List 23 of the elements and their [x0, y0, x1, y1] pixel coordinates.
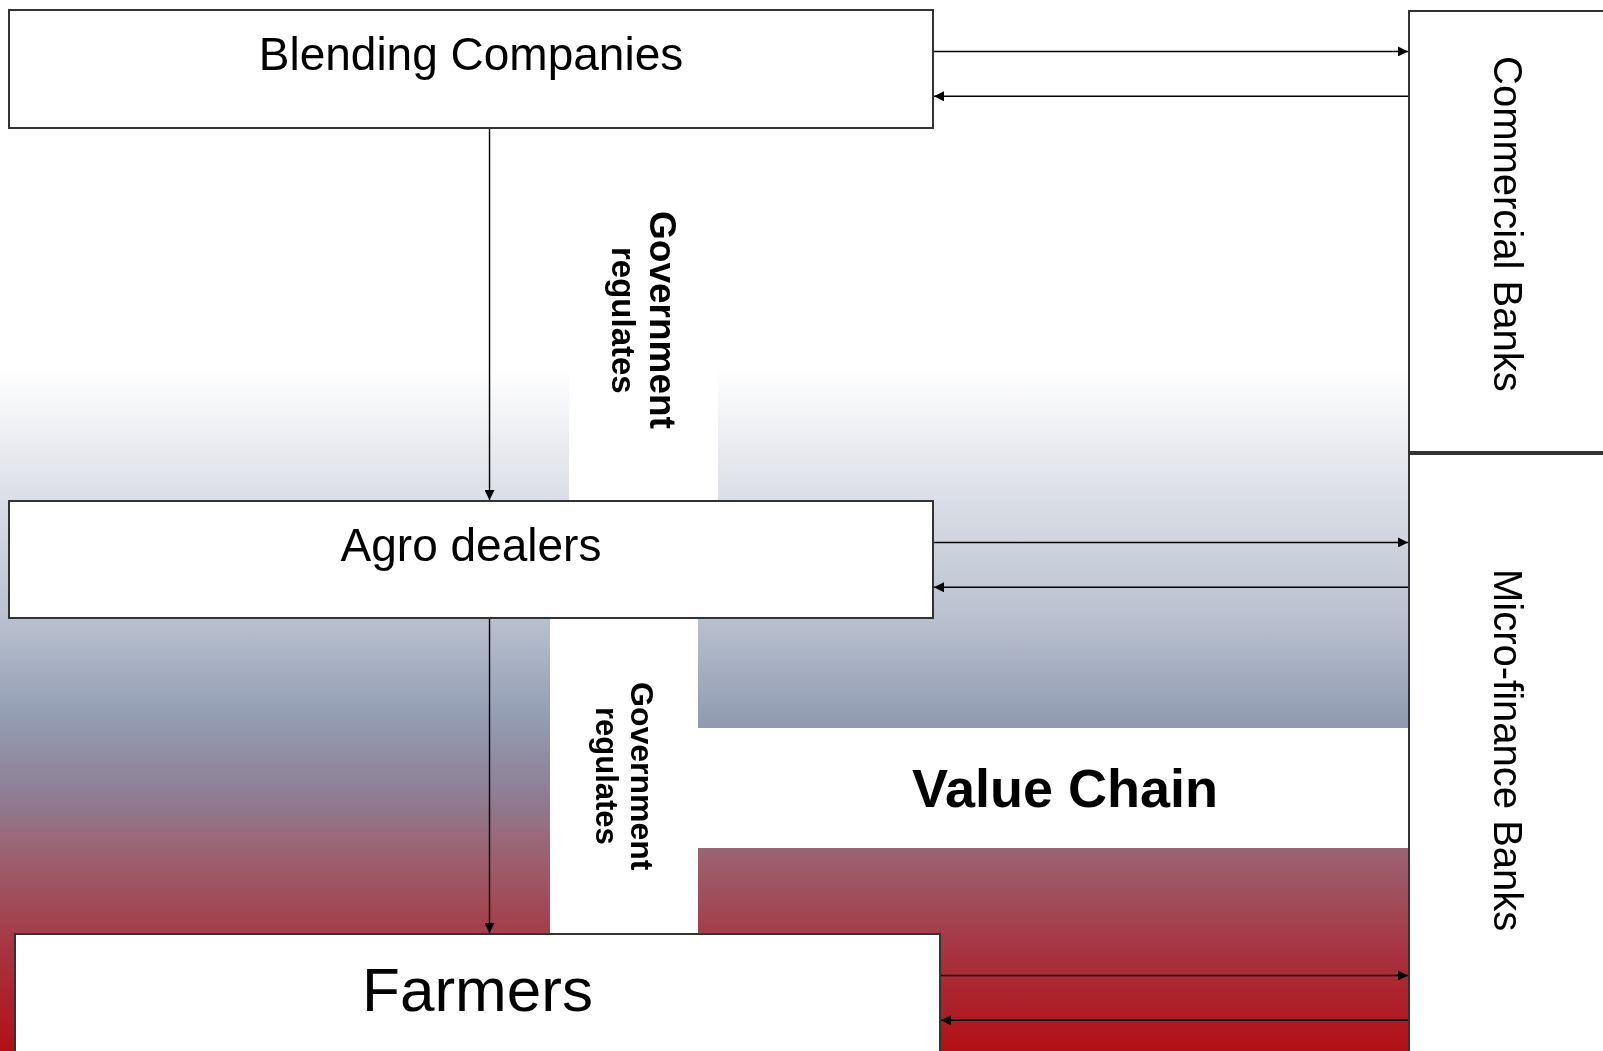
- bank-box: [1408, 10, 1603, 453]
- regulation-label: regulates: [590, 707, 622, 845]
- arrow: [484, 128, 495, 501]
- bank-label: Micro-finance Banks: [1488, 568, 1528, 932]
- value-chain-label: Value Chain: [911, 756, 1219, 820]
- regulation-label: regulates: [606, 246, 640, 394]
- arrow: [940, 1015, 1409, 1026]
- actor-label: Farmers: [362, 959, 593, 1021]
- regulation-label: Government: [643, 211, 681, 429]
- actor-box: [8, 9, 934, 129]
- arrow: [940, 970, 1409, 981]
- arrow: [933, 582, 1409, 593]
- bank-label: Commercial Banks: [1488, 55, 1528, 392]
- actor-box: [14, 933, 941, 1051]
- regulation-band: [550, 619, 698, 933]
- arrow: [933, 46, 1409, 57]
- regulation-label: Government: [625, 681, 658, 871]
- arrow: [484, 618, 495, 934]
- arrow: [933, 537, 1409, 548]
- value-chain-band: [698, 728, 1408, 848]
- arrow: [933, 91, 1409, 102]
- bank-box: [1408, 453, 1603, 1051]
- actor-box: [8, 500, 934, 619]
